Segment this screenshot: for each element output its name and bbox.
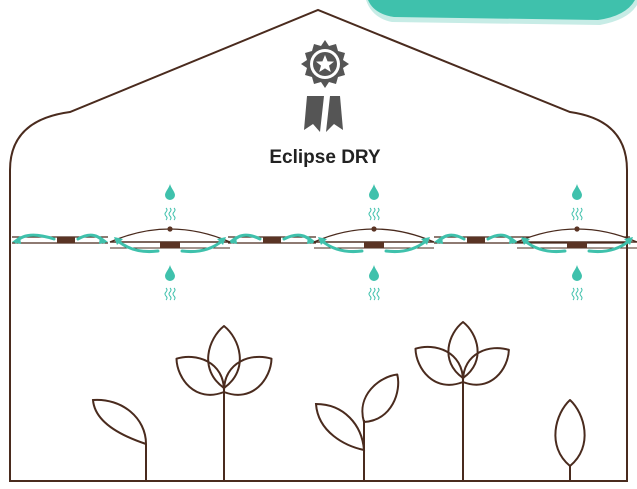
rail-segment: [12, 235, 108, 244]
evaporation-steam-icon: [369, 288, 379, 300]
water-drop-icon: [165, 184, 175, 200]
dehumidifier-unit: [314, 184, 434, 300]
plant-sprout-icon: [316, 367, 408, 481]
water-drop-icon: [572, 184, 582, 200]
lamp-rail: [12, 184, 637, 300]
dehumidifier-unit: [517, 184, 637, 300]
water-drop-icon: [572, 265, 582, 281]
evaporation-steam-icon: [572, 288, 582, 300]
corner-tab: [366, 0, 637, 25]
plant-sprout-icon: [167, 326, 280, 481]
rail-segment: [434, 235, 518, 244]
plant-sprout-icon: [406, 322, 517, 481]
evaporation-steam-icon: [165, 208, 175, 220]
evaporation-steam-icon: [369, 208, 379, 220]
evaporation-steam-icon: [165, 288, 175, 300]
evaporation-steam-icon: [572, 208, 582, 220]
water-drop-icon: [369, 265, 379, 281]
plant-sprout-icon: [555, 400, 584, 481]
product-title: Eclipse DRY: [269, 147, 381, 168]
dehumidifier-unit: [110, 184, 230, 300]
plants-row: [93, 322, 585, 481]
rail-segment: [228, 235, 316, 244]
water-drop-icon: [165, 265, 175, 281]
water-drop-icon: [369, 184, 379, 200]
award-ribbon-star-icon: [301, 40, 349, 132]
plant-sprout-icon: [93, 400, 146, 481]
